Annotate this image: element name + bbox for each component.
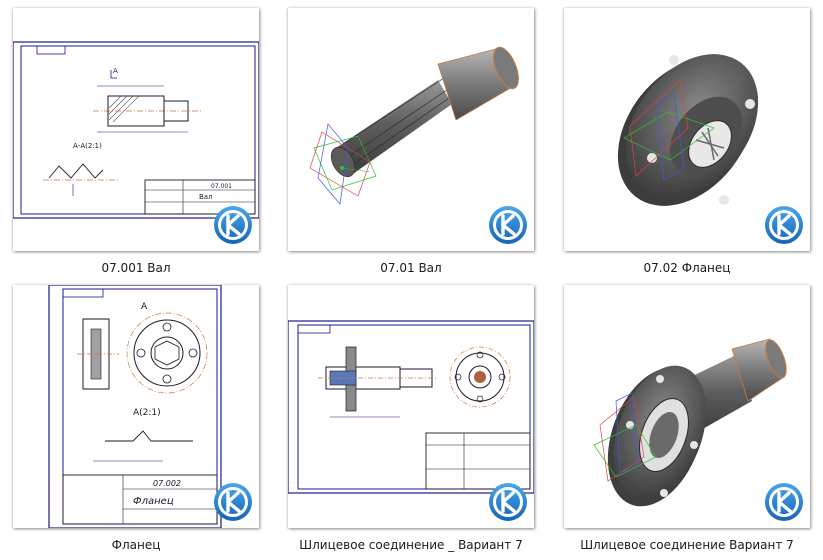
drawing-preview-icon: А А(2:1) 07.002 Фланец	[48, 285, 222, 528]
file-caption[interactable]: Шлицевое соединение Вариант 7	[580, 538, 794, 552]
drawing-preview-icon: А А-А(2:1) 07.001 Вал	[13, 41, 259, 219]
model-preview-icon	[309, 46, 519, 205]
kompas-logo-icon	[213, 482, 253, 522]
file-item-07-01-shaft-model[interactable]: 07.01 Вал	[288, 8, 548, 280]
file-item-spline-joint-drawing[interactable]: Шлицевое соединение _ Вариант 7	[288, 285, 548, 557]
file-caption[interactable]: 07.02 Фланец	[643, 261, 731, 275]
thumbnail[interactable]: А А(2:1) 07.002 Фланец	[13, 285, 259, 528]
file-item-flange-drawing[interactable]: А А(2:1) 07.002 Фланец Фланец	[13, 285, 273, 557]
svg-text:А-А(2:1): А-А(2:1)	[73, 142, 102, 150]
kompas-logo-icon	[488, 482, 528, 522]
file-caption[interactable]: Шлицевое соединение _ Вариант 7	[299, 538, 523, 552]
model-preview-icon	[593, 338, 787, 507]
drawing-preview-icon	[288, 320, 534, 494]
model-preview-icon	[617, 54, 759, 206]
kompas-logo-icon	[764, 205, 804, 245]
thumbnail[interactable]	[564, 285, 810, 528]
file-caption[interactable]: 07.001 Вал	[101, 261, 171, 275]
thumbnail[interactable]	[564, 8, 810, 251]
svg-text:Фланец: Фланец	[133, 496, 174, 507]
kompas-logo-icon	[764, 482, 804, 522]
kompas-logo-icon	[488, 205, 528, 245]
svg-text:А: А	[113, 67, 118, 75]
file-item-07-001-shaft-drawing[interactable]: А А-А(2:1) 07.001 Вал 07.001 Вал	[13, 8, 273, 280]
svg-text:07.001: 07.001	[211, 183, 232, 190]
svg-text:А: А	[141, 302, 148, 312]
thumbnail[interactable]	[288, 8, 534, 251]
thumbnail[interactable]: А А-А(2:1) 07.001 Вал	[13, 8, 259, 251]
svg-text:А(2:1): А(2:1)	[133, 408, 161, 418]
svg-text:Вал: Вал	[199, 193, 213, 201]
file-item-07-02-flange-model[interactable]: 07.02 Фланец	[564, 8, 823, 280]
thumbnail[interactable]	[288, 285, 534, 528]
file-caption[interactable]: Фланец	[111, 538, 161, 552]
file-item-spline-joint-model[interactable]: Шлицевое соединение Вариант 7	[564, 285, 823, 557]
file-caption[interactable]: 07.01 Вал	[380, 261, 442, 275]
kompas-logo-icon	[213, 205, 253, 245]
svg-text:07.002: 07.002	[153, 479, 181, 488]
